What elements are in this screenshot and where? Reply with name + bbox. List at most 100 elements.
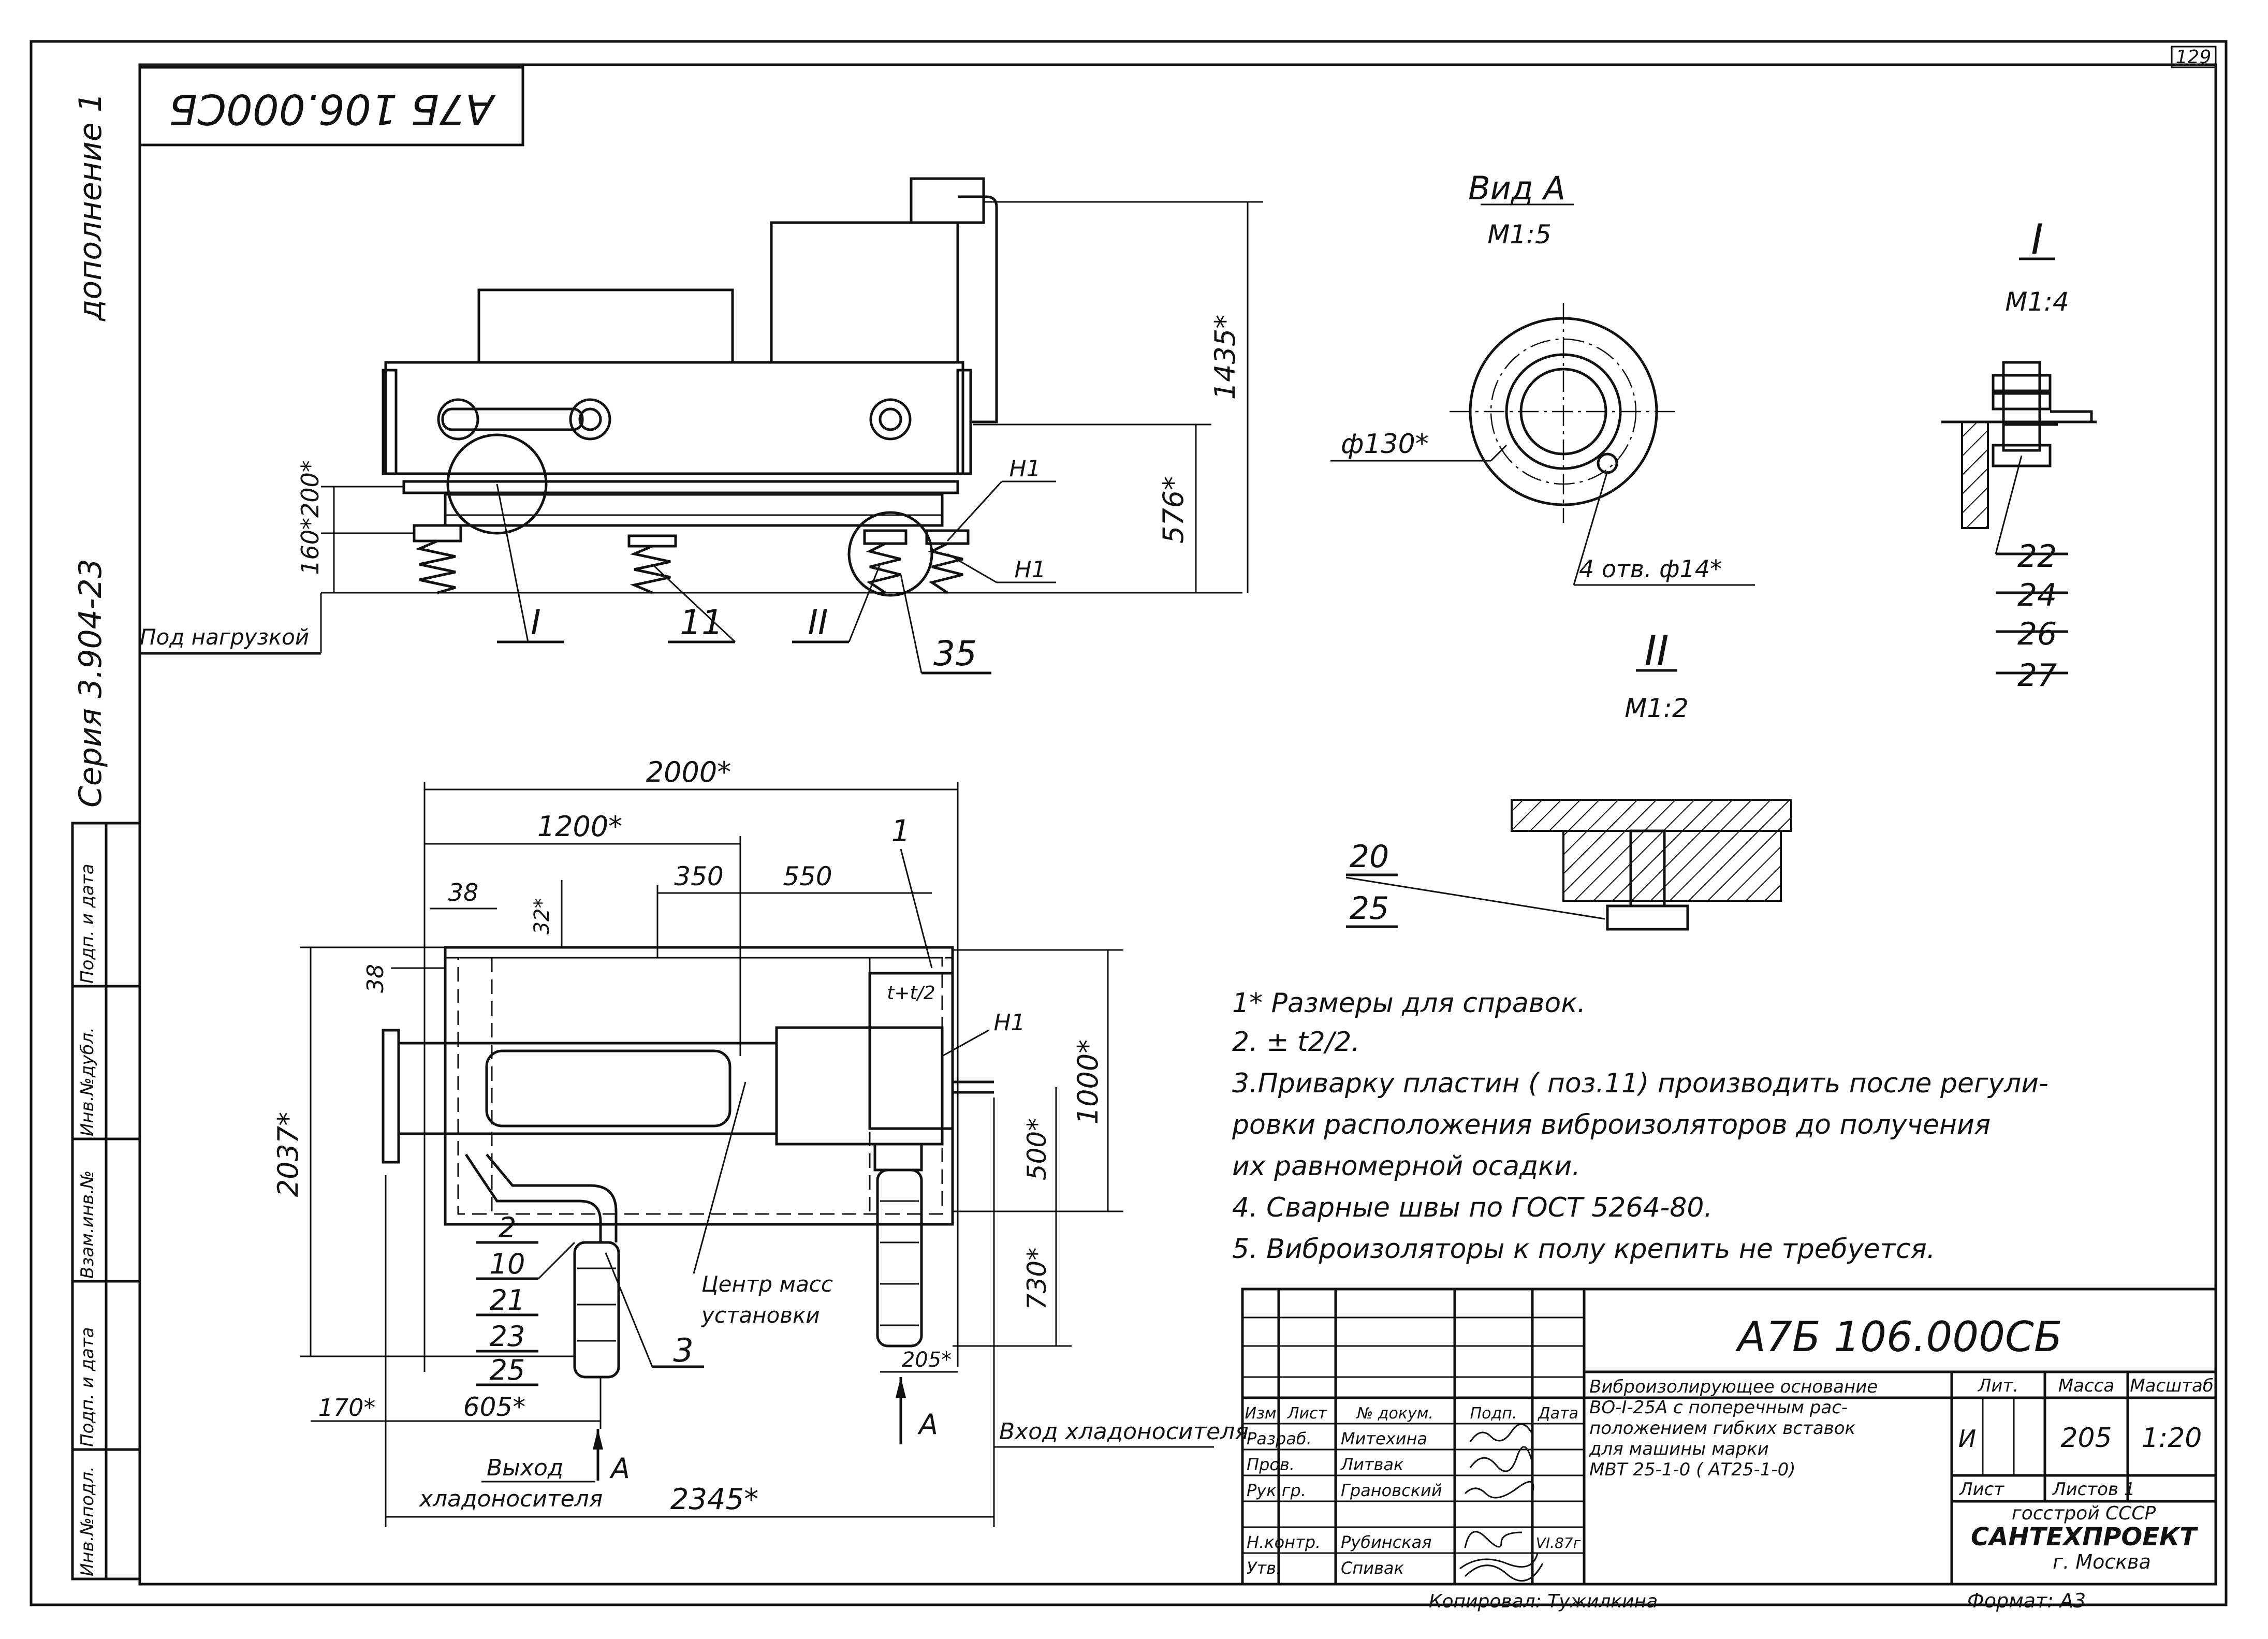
col-date: Дата — [1537, 1404, 1578, 1423]
note-3: 3.Приварку пластин ( поз.11) производить… — [1232, 1068, 2048, 1099]
dim-605: 605* — [463, 1392, 525, 1422]
terminal-box — [910, 177, 985, 224]
dim-2345: 2345* — [670, 1483, 759, 1516]
dim-t: t+t/2 — [887, 983, 935, 1004]
callout-pos-2: 2 — [499, 1211, 516, 1244]
name-line-1: Виброизолирующее основание — [1589, 1377, 1878, 1397]
callout-pos-3: 3 — [673, 1331, 693, 1369]
signature-utv — [1464, 1563, 1544, 1582]
note-3c: их равномерной осадки. — [1232, 1151, 1581, 1182]
signature-nkontr — [1459, 1531, 1539, 1570]
dim-1435: 1435* — [1209, 315, 1241, 400]
rotated-code: А7Б 106.000СБ — [169, 85, 496, 133]
dim-350: 350 — [674, 861, 723, 891]
note-5: 5. Виброизоляторы к полу крепить не треб… — [1232, 1234, 1935, 1265]
mass-value: 205 — [2060, 1423, 2112, 1454]
outer-frame — [30, 40, 2228, 1606]
plan-compressor — [397, 1042, 778, 1135]
callout-pos-10: 10 — [490, 1248, 525, 1280]
detail-I-pos-24: 24 — [2017, 577, 2057, 613]
flex-hose-left — [573, 1241, 620, 1379]
dim-205: 205* — [902, 1348, 952, 1372]
lit-value: И — [1958, 1425, 1976, 1453]
org-line-3: г. Москва — [2053, 1550, 2151, 1573]
callout-pos-21: 21 — [490, 1284, 525, 1316]
installation-label: установки — [700, 1303, 820, 1328]
role-ruk: Рук.гр. — [1247, 1481, 1306, 1500]
appendix-label: дополнение 1 — [72, 93, 109, 321]
under-load-label: Под нагрузкой — [140, 624, 309, 650]
dim-2000: 2000* — [646, 756, 731, 788]
mass-header: Масса — [2058, 1375, 2114, 1396]
dim-500: 500* — [1022, 1118, 1052, 1180]
scale-value: 1:20 — [2142, 1423, 2202, 1454]
page-number-box — [2171, 46, 2217, 68]
strip-label-1: Подп. и дата — [77, 864, 98, 984]
detail-II: II М1:2 20 25 — [1345, 627, 1792, 931]
title-designation: А7Б 106.000СБ — [1735, 1313, 2062, 1361]
col-list: Лист — [1287, 1404, 1328, 1423]
detail-I-circle — [446, 433, 548, 535]
detail-I-scale: М1:4 — [2005, 287, 2069, 317]
compressor-body — [477, 288, 734, 364]
view-A-title: Вид А — [1468, 169, 1565, 207]
signature-razrab — [1469, 1423, 1533, 1442]
detail-II-title: II — [1644, 627, 1669, 675]
sheets-label: Листов 1 — [2052, 1479, 2135, 1500]
name-nkontr: Рубинская — [1341, 1532, 1431, 1552]
inlet-label: Вход хладоносителя — [999, 1418, 1249, 1445]
detail-I-pos-26: 26 — [2017, 616, 2057, 652]
outlet-label-1: Выход — [487, 1455, 563, 1481]
dim-1200: 1200* — [537, 810, 622, 843]
notes: 1* Размеры для справок. 2. ± t2/2. 3.При… — [1232, 988, 2048, 1265]
col-izm: Изм — [1245, 1404, 1276, 1423]
format-label: Формат: А3 — [1967, 1589, 2086, 1612]
dim-38-v: 38 — [362, 964, 389, 993]
dim-160-200: 160*200* — [296, 460, 324, 575]
col-sign: Подп. — [1470, 1404, 1517, 1423]
name-razrab: Митехина — [1341, 1429, 1427, 1448]
detail-II-pos-25: 25 — [1350, 890, 1389, 927]
note-3b: ровки расположения виброизоляторов до по… — [1232, 1109, 1991, 1140]
callout-h1-top: Н1 — [1009, 456, 1041, 482]
name-prov: Литвак — [1340, 1455, 1404, 1474]
callout-view-I: I — [531, 603, 540, 642]
scale-header: Масштаб — [2130, 1375, 2214, 1396]
motor-body — [770, 221, 959, 364]
detail-I: I М1:4 22 24 26 27 — [1941, 215, 2097, 694]
spring-right-1 — [863, 529, 908, 594]
dim-170: 170* — [318, 1394, 376, 1422]
view-arrow-left: А — [609, 1452, 630, 1485]
callout-h1-bottom: Н1 — [1014, 557, 1046, 583]
rotated-code-block: А7Б 106.000СБ — [138, 66, 524, 147]
dim-576: 576* — [1157, 476, 1190, 544]
note-4: 4. Сварные швы по ГОСТ 5264-80. — [1232, 1192, 1713, 1223]
callout-pos-25: 25 — [490, 1354, 525, 1386]
name-line-4: для машины марки — [1589, 1439, 1769, 1459]
dim-550: 550 — [783, 861, 832, 891]
left-approval-strip: Подп. и дата Инв.№дубл. Взам.инв.№ Подп.… — [71, 822, 141, 1581]
dim-730: 730* — [1022, 1248, 1052, 1310]
base-frame — [402, 480, 959, 494]
role-utv: Утв. — [1247, 1558, 1281, 1578]
col-doc: № докум. — [1356, 1404, 1433, 1423]
name-ruk: Грановский — [1341, 1481, 1442, 1500]
outlet-label-2: хладоносителя — [418, 1486, 603, 1512]
role-prov: Пров. — [1247, 1455, 1295, 1474]
flex-hose-right — [876, 1168, 923, 1348]
side-view: I 11 II 35 Н1 Н1 1435* 576* 160*200* Под… — [140, 177, 1263, 675]
name-utv: Спивак — [1341, 1558, 1404, 1578]
mass-center-label: Центр масс — [701, 1271, 833, 1297]
strip-label-4: Подп. и дата — [77, 1327, 98, 1447]
role-nkontr: Н.контр. — [1247, 1532, 1321, 1552]
view-arrow-right: А — [917, 1408, 938, 1441]
spring-mid — [627, 534, 677, 594]
lit-header: Лит. — [1977, 1375, 2018, 1396]
spring-left — [413, 524, 462, 594]
view-A-holes: 4 отв. ф14* — [1579, 555, 1722, 583]
dim-2037: 2037* — [272, 1112, 304, 1197]
signature-ruk — [1464, 1481, 1534, 1499]
sheet-label: Лист — [1958, 1479, 2004, 1500]
detail-II-circle — [847, 511, 933, 597]
callout-pos-1: 1 — [891, 813, 911, 848]
